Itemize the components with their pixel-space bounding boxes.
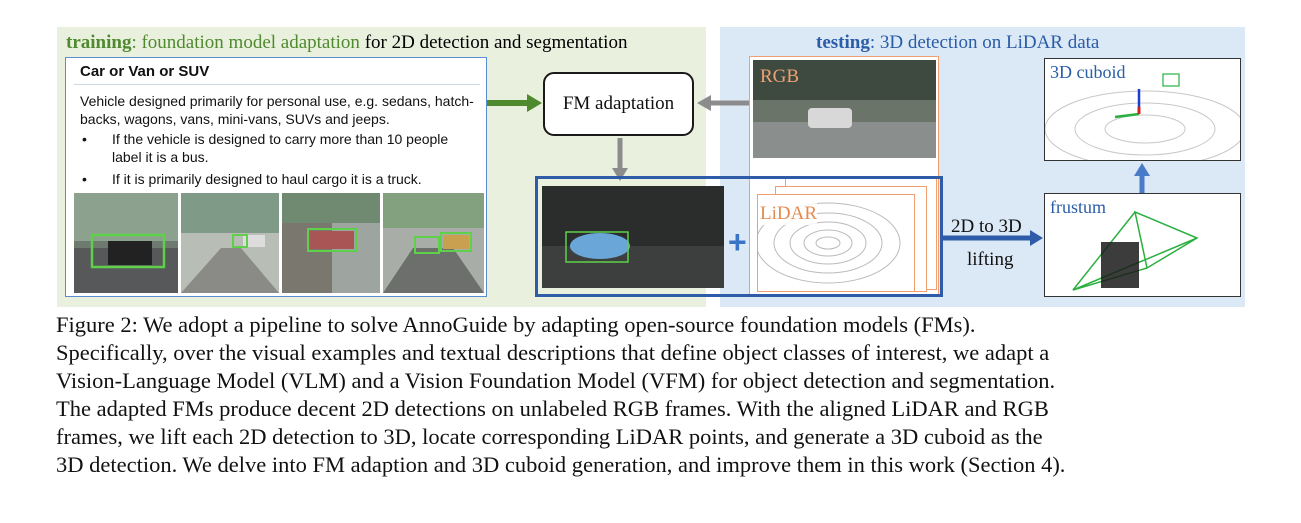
lidar-label: LiDAR [760,203,817,225]
frustum-output [1044,193,1241,297]
arrow-up-icon [1134,163,1150,193]
training-title-rest: for 2D detection and segmentation [359,32,628,53]
arrow-right-icon [487,94,542,112]
lifting-label-line2: lifting [967,249,1014,270]
training-title: training: foundation model adaptation fo… [66,32,627,54]
heading-divider [74,84,480,85]
class-description: Vehicle designed primarily for personal … [80,93,474,127]
caption-line-6: 3D detection. We delve into FM adaption … [56,452,1066,477]
caption-line-4: The adapted FMs produce decent 2D detect… [56,396,1049,421]
frustum-label: frustum [1050,197,1106,217]
bullet-2-text: If it is primarily designed to haul carg… [112,171,422,187]
bullet-1-text: If the vehicle is designed to carry more… [112,131,449,165]
testing-title-rest: : 3D detection on LiDAR data [869,32,1100,53]
example-photo-cars [383,193,484,293]
training-title-green: : foundation model adaptation [131,32,360,53]
caption-line-1: Figure 2: We adopt a pipeline to solve A… [56,312,976,337]
testing-title: testing: 3D detection on LiDAR data [816,32,1099,54]
rgb-label: RGB [760,66,800,87]
arrow-layer [487,94,1150,246]
caption-line-3: Vision-Language Model (VLM) and a Vision… [56,368,1056,393]
detection-photo [542,186,724,288]
rgb-photo [753,60,936,158]
cuboid-label: 3D cuboid [1050,62,1126,82]
bullet-2-glyph: • [82,171,87,187]
class-heading: Car or Van or SUV [80,63,210,80]
fm-adaptation-label: FM adaptation [562,93,675,114]
example-photo-street [181,193,279,293]
example-photo-van [74,193,178,293]
fm-adaptation-box: FM adaptation [543,72,694,136]
bullet-1-glyph: • [82,131,87,147]
plus-icon: + [728,224,747,260]
arrow-right-blue-icon [943,230,1043,246]
cuboid-output [1044,58,1241,161]
arrow-left-icon [697,95,749,111]
detection-frame [535,176,943,297]
lifting-label-line1: 2D to 3D [951,216,1022,237]
figure-caption: Figure 2: We adopt a pipeline to solve A… [56,311,1246,479]
caption-line-2: Specifically, over the visual examples a… [56,340,1050,365]
caption-line-5: frames, we lift each 2D detection to 3D,… [56,424,1043,449]
arrow-down-icon [612,138,628,181]
example-photo-wall [282,193,380,293]
training-title-bold: training [66,32,132,53]
testing-title-bold: testing [816,32,870,53]
